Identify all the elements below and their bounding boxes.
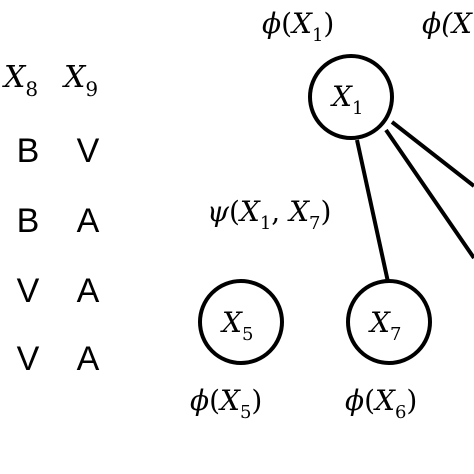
table-cell: V [17, 340, 40, 378]
edge-x1-offscreen-b [390, 120, 474, 188]
table-cell: B [17, 132, 40, 170]
edge-x1-offscreen-a [384, 128, 474, 260]
node-x7: X7 [346, 279, 432, 365]
table-header-x8: X8 [2, 60, 38, 101]
node-x5: X5 [198, 279, 284, 365]
table-cell: A [77, 272, 100, 310]
edge-x1-x7 [355, 139, 390, 283]
node-x1-label: X1 [330, 80, 363, 119]
node-x5-circle [198, 279, 284, 365]
assignment-table: X8 X9 B V B A V A V A [2, 60, 100, 378]
node-x1-circle [308, 54, 394, 140]
table-cell: A [77, 340, 100, 378]
table-cell: V [17, 272, 40, 310]
potential-phi-x1: ϕ(X1) [262, 7, 334, 46]
potential-psi-x1-x7: ψ(X1, X7) [207, 195, 331, 234]
node-x7-label: X7 [368, 306, 401, 345]
node-x1: X1 [308, 54, 394, 140]
potential-phi-x6: ϕ(X6) [345, 384, 417, 423]
graph-edges [355, 120, 474, 283]
potential-phi-cut: ϕ(X [422, 7, 473, 40]
table-cell: A [77, 202, 100, 240]
table-cell: V [77, 132, 100, 170]
potential-phi-x5: ϕ(X5) [190, 384, 262, 423]
node-x5-label: X5 [220, 306, 253, 345]
node-x7-circle [346, 279, 432, 365]
table-header-x9: X9 [62, 60, 98, 101]
table-cell: B [17, 202, 40, 240]
